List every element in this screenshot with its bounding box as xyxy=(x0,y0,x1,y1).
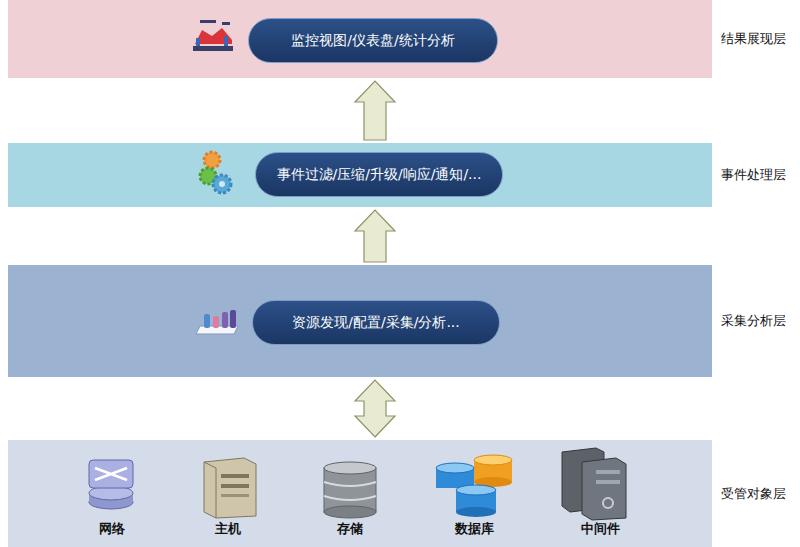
object-label: 数据库 xyxy=(455,520,494,538)
router xyxy=(89,486,133,500)
host-slot xyxy=(221,474,249,478)
host-icon xyxy=(204,458,256,518)
layer-name: 事件处理层 xyxy=(721,166,786,184)
gears-icon xyxy=(200,152,231,193)
cylinder xyxy=(230,310,236,328)
plate xyxy=(196,326,238,334)
function-pill: 事件过滤/压缩/升级/响应/通知/... xyxy=(255,152,503,197)
chart-line xyxy=(222,22,230,25)
layer-band: 事件处理层事件过滤/压缩/升级/响应/通知/... xyxy=(8,143,712,207)
function-text: 事件过滤/压缩/升级/响应/通知/... xyxy=(277,166,482,184)
object-label: 存储 xyxy=(337,520,363,538)
object-label: 网络 xyxy=(99,520,125,538)
server xyxy=(562,448,604,512)
host-case xyxy=(204,458,256,518)
layer-name: 受管对象层 xyxy=(721,485,786,503)
gear-hub xyxy=(219,181,225,187)
chart-base xyxy=(193,46,233,51)
gear xyxy=(213,175,231,193)
server-logo xyxy=(603,498,613,508)
storage-rings xyxy=(324,482,376,500)
host-edge xyxy=(204,462,216,518)
db-cylinder xyxy=(474,455,512,465)
function-pill: 监控视图/仪表盘/统计分析 xyxy=(248,18,498,63)
chart-bar xyxy=(224,36,228,46)
server-slot xyxy=(596,470,620,474)
network-icon xyxy=(89,460,133,509)
block-arrow xyxy=(355,210,395,262)
storage-bottom xyxy=(324,506,376,518)
server xyxy=(582,458,626,520)
db-cylinder xyxy=(474,477,512,487)
db-cylinder xyxy=(436,463,474,473)
object-label: 主机 xyxy=(215,520,241,538)
chart-line xyxy=(200,20,216,23)
storage-top xyxy=(324,462,376,474)
db-cylinder xyxy=(456,507,496,517)
chart-area xyxy=(195,28,232,44)
storage-icon xyxy=(324,462,376,518)
db-cylinder xyxy=(456,490,496,512)
layer-band: 结果展现层监控视图/仪表盘/统计分析 xyxy=(8,0,712,78)
function-pill: 资源发现/配置/采集/分析... xyxy=(252,300,500,345)
database-icon xyxy=(436,455,512,517)
layer-name: 采集分析层 xyxy=(721,312,786,330)
server-slot xyxy=(596,480,620,484)
storage-body xyxy=(324,468,376,512)
switch xyxy=(89,460,133,488)
host-slot xyxy=(221,484,249,488)
cylinder xyxy=(204,314,210,328)
db-cylinder xyxy=(474,460,512,482)
function-text: 监控视图/仪表盘/统计分析 xyxy=(291,32,454,50)
cylinder xyxy=(213,316,219,328)
switch-arrows xyxy=(95,468,127,480)
layer-name: 结果展现层 xyxy=(721,30,786,48)
layer-band: 采集分析层资源发现/配置/采集/分析... xyxy=(8,265,712,377)
object-label: 中间件 xyxy=(581,520,620,538)
chart-bar xyxy=(196,38,200,46)
host-slot xyxy=(221,494,249,497)
db-cylinder xyxy=(436,468,474,488)
block-arrow xyxy=(355,81,395,140)
db-cylinder xyxy=(456,485,496,495)
middleware-icon xyxy=(562,448,626,520)
router xyxy=(89,493,133,502)
function-text: 资源发现/配置/采集/分析... xyxy=(292,314,460,332)
gear xyxy=(204,152,220,168)
analysis-icon xyxy=(196,310,238,334)
cylinder xyxy=(222,312,228,328)
block-arrow xyxy=(355,380,395,437)
gear xyxy=(200,168,216,184)
chart-icon xyxy=(193,20,233,51)
router xyxy=(89,495,133,509)
